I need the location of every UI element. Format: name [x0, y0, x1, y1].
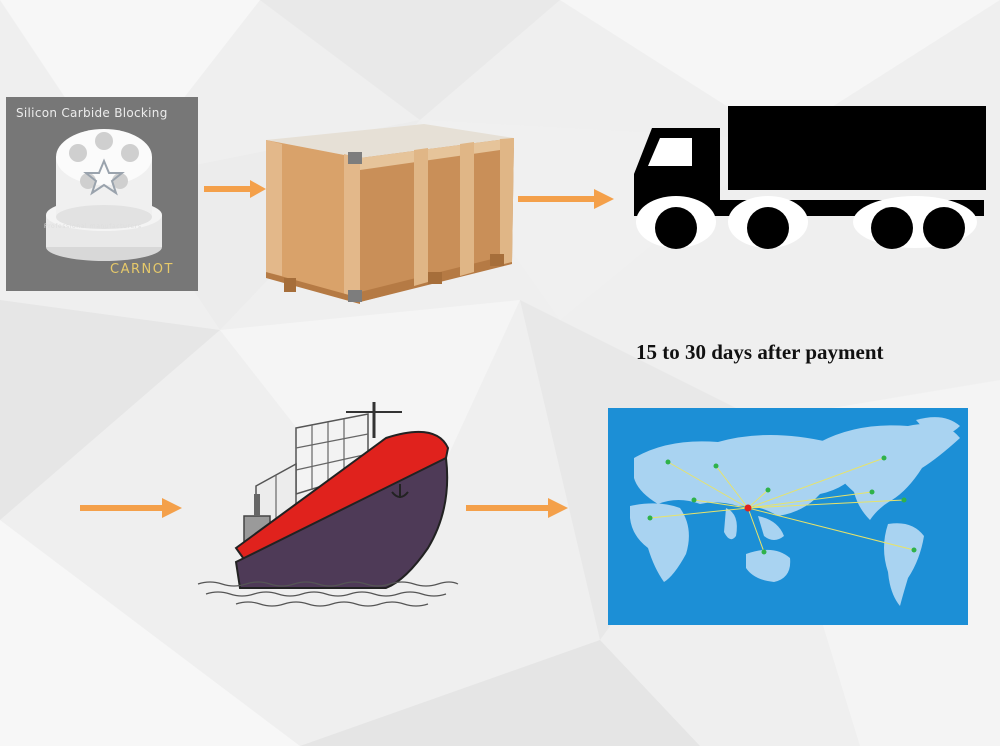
delivery-caption: 15 to 30 days after payment — [636, 340, 884, 364]
arrow-icon — [80, 498, 182, 518]
product-title: Silicon Carbide Blocking — [16, 106, 168, 120]
product-tagline: Professional manufacturers — [44, 223, 142, 230]
arrow-icon — [518, 189, 614, 209]
world-map-icon — [608, 408, 968, 625]
product-photo: Silicon Carbide Blocking Professional ma… — [6, 97, 198, 291]
wooden-crate-icon — [266, 124, 514, 304]
arrow-icon — [466, 498, 568, 518]
cargo-ship-icon — [197, 402, 459, 607]
truck-icon — [634, 106, 986, 249]
arrow-icon — [204, 180, 266, 198]
silicon-carbide-block-icon — [6, 97, 198, 291]
product-brand: CARNOT — [110, 262, 174, 277]
